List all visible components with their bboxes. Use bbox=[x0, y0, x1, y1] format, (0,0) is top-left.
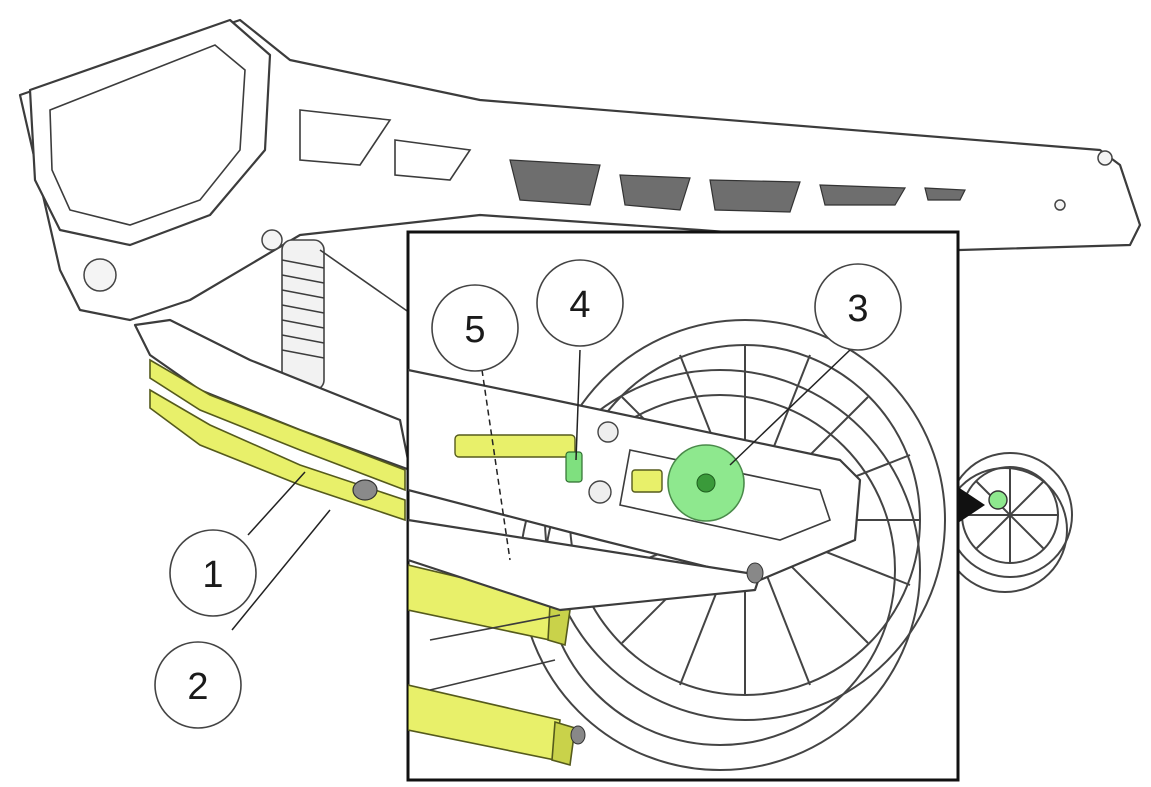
callout-3-label: 3 bbox=[847, 288, 868, 330]
adjuster-rod bbox=[454, 434, 663, 493]
shock-absorber bbox=[281, 239, 421, 391]
lock-nut bbox=[565, 451, 583, 483]
callout-2-label: 2 bbox=[187, 666, 208, 708]
chassis-frame bbox=[18, 18, 1142, 322]
callout-5: 5 bbox=[431, 284, 519, 372]
rear-idler-wheel-small bbox=[942, 452, 1073, 593]
callout-2: 2 bbox=[154, 641, 242, 729]
slide-rails bbox=[133, 318, 412, 522]
track-adjuster-bolt bbox=[667, 444, 745, 522]
callout-4-label: 4 bbox=[569, 284, 590, 326]
callout-5-label: 5 bbox=[464, 309, 485, 351]
callout-1: 1 bbox=[169, 529, 257, 617]
callout-3: 3 bbox=[814, 263, 902, 351]
callout-4: 4 bbox=[536, 259, 624, 347]
leader-lines bbox=[231, 349, 851, 631]
callout-1-label: 1 bbox=[202, 554, 223, 596]
